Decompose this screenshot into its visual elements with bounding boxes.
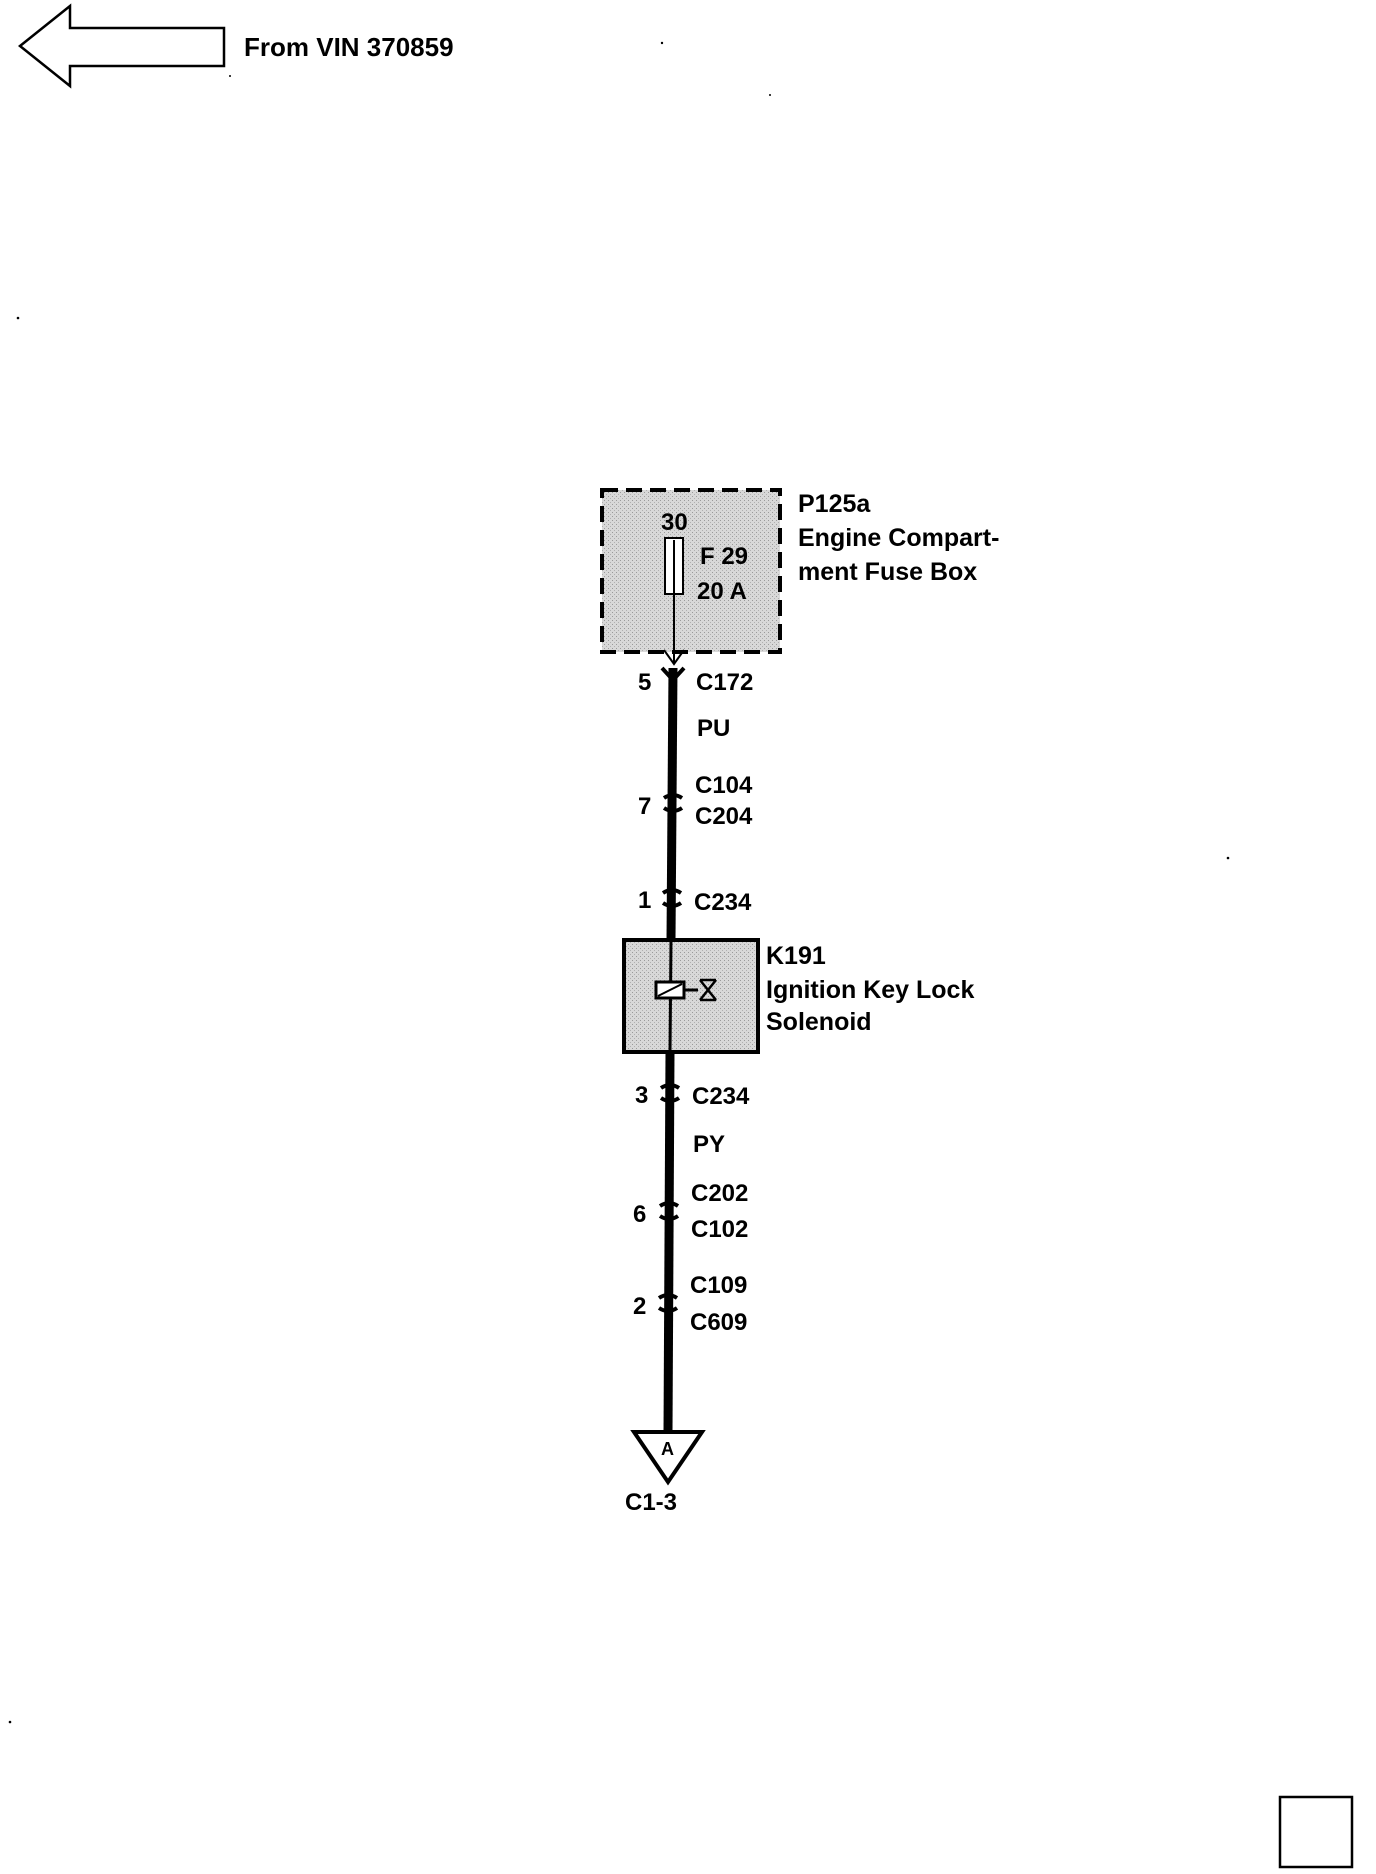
c109-name: C109	[690, 1272, 747, 1299]
wire-color-pu: PU	[697, 715, 730, 742]
wire-color-py: PY	[693, 1131, 725, 1158]
fuse-box-id: P125a	[798, 490, 871, 518]
c202-name: C202	[691, 1180, 748, 1207]
c204-name: C204	[695, 803, 753, 830]
wire-py	[663, 1051, 675, 1433]
c104-c204-pin: 7	[638, 793, 651, 820]
solenoid-name-line2: Solenoid	[766, 1008, 872, 1036]
connector-c109-c609-icon	[657, 1293, 679, 1313]
c202-c102-pin: 6	[633, 1201, 646, 1228]
solenoid-id: K191	[766, 942, 826, 970]
offpage-symbol: A	[661, 1439, 674, 1459]
c234-top-pin: 1	[638, 887, 651, 914]
connector-c202-c102-icon	[658, 1201, 680, 1221]
connector-c234-top-icon	[661, 888, 683, 908]
wire-pu	[666, 667, 678, 941]
c172-name: C172	[696, 669, 753, 696]
scan-specks	[8, 41, 1230, 1724]
c609-name: C609	[690, 1309, 747, 1336]
page-corner-box	[1278, 1795, 1354, 1869]
solenoid-coil-icon	[654, 978, 717, 1002]
offpage-connector-icon[interactable]	[630, 1430, 706, 1486]
connector-c104-c204-icon	[662, 793, 684, 813]
c172-pin: 5	[638, 669, 651, 696]
from-vin-link[interactable]: From VIN 370859	[244, 32, 454, 62]
c234-top-name: C234	[694, 889, 752, 916]
fuse-box-name-line2: ment Fuse Box	[798, 558, 977, 586]
connector-c234-bottom-icon	[659, 1083, 681, 1103]
fuse-box-outline	[600, 488, 782, 654]
c109-c609-pin: 2	[633, 1293, 646, 1320]
c104-name: C104	[695, 772, 753, 799]
connector-c172-icon	[660, 666, 686, 683]
fuse-box-name-line1: Engine Compart-	[798, 524, 999, 552]
fuse-rating: 20 A	[697, 578, 747, 605]
solenoid-box	[622, 938, 760, 1054]
fuse-number: F 29	[700, 543, 748, 570]
back-arrow-icon[interactable]	[17, 3, 226, 89]
c234-bottom-pin: 3	[635, 1082, 648, 1109]
offpage-ref[interactable]: C1-3	[625, 1489, 677, 1516]
solenoid-name-line1: Ignition Key Lock	[766, 976, 974, 1004]
c102-name: C102	[691, 1216, 748, 1243]
fuse-icon	[663, 537, 685, 666]
fuse-box-terminal: 30	[661, 509, 688, 536]
c234-bottom-name: C234	[692, 1083, 750, 1110]
